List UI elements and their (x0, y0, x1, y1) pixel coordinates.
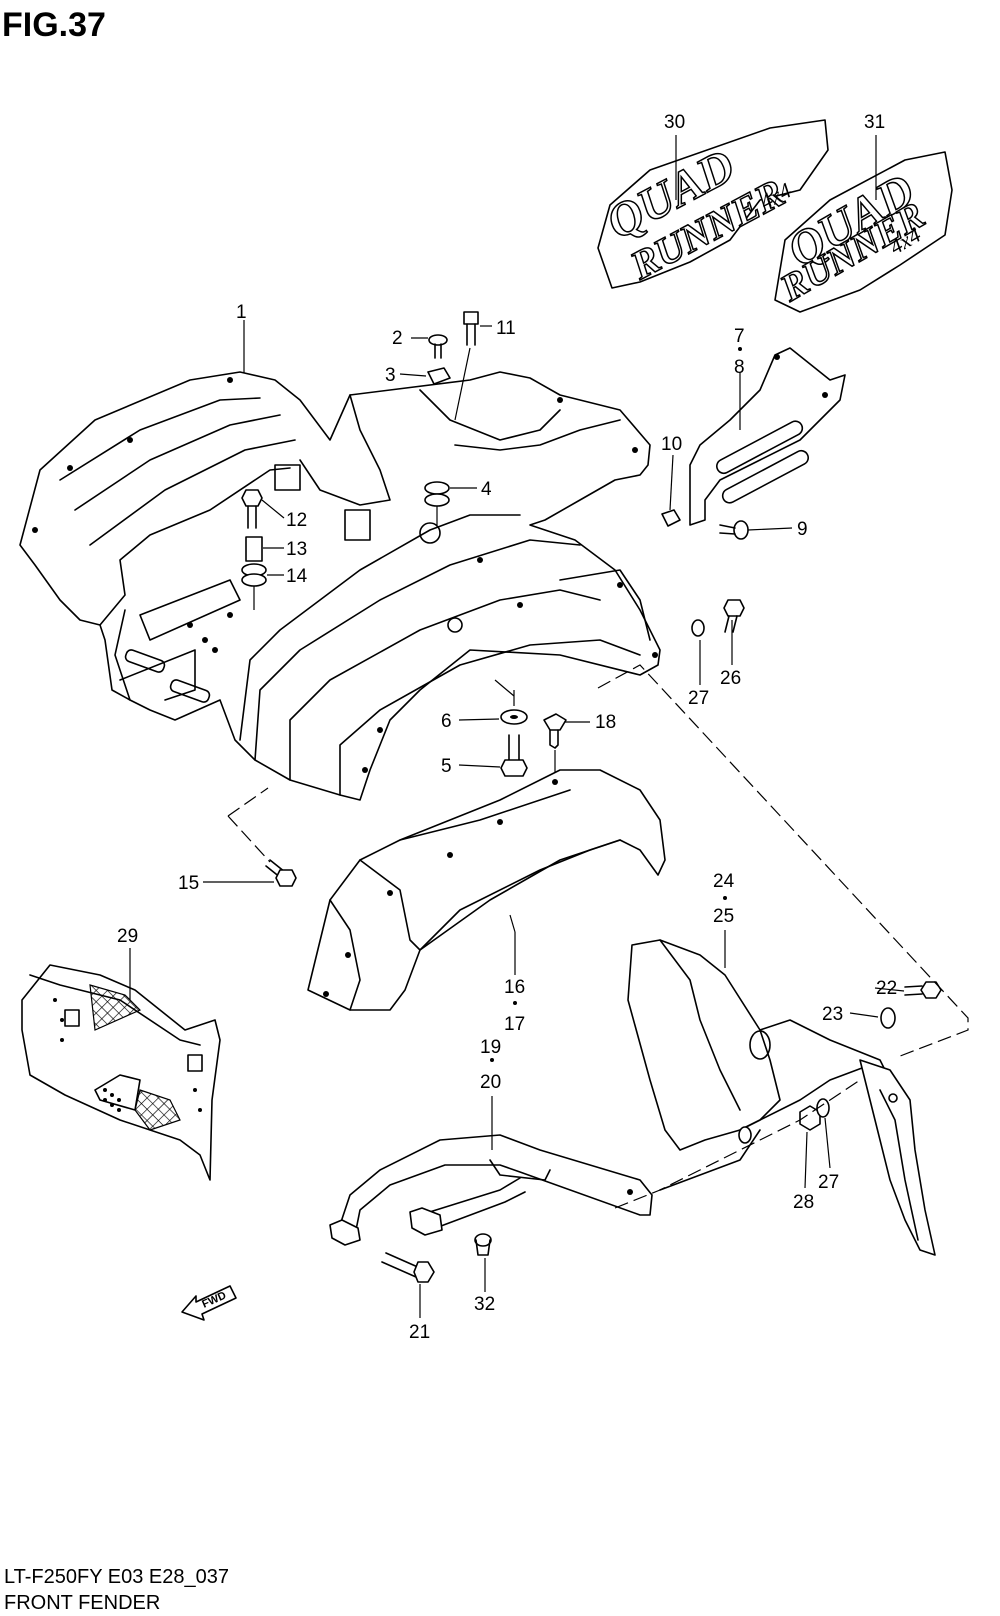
cap-32 (474, 1233, 492, 1256)
washer-23 (880, 1007, 896, 1029)
figure-code: LT-F250FY E03 E28_037 (4, 1566, 229, 1588)
callout-27-lower: 27 (818, 1172, 839, 1193)
callout-10: 10 (661, 434, 682, 455)
bolt-26 (723, 599, 745, 633)
callout-labels: 1 2 3 4 5 6 7 8 9 10 11 12 13 14 15 16 1… (117, 112, 897, 1343)
callout-4: 4 (481, 479, 492, 500)
callout-1: 1 (236, 302, 247, 323)
bolt-2 (428, 334, 448, 359)
callout-5: 5 (441, 756, 452, 777)
callout-14: 14 (286, 566, 308, 587)
callout-32: 32 (474, 1294, 495, 1315)
callout-7: 7 (734, 326, 745, 347)
callout-13: 13 (286, 539, 307, 560)
nut-3 (427, 367, 451, 385)
callout-26: 26 (720, 668, 741, 689)
callout-30: 30 (664, 112, 685, 133)
bolt-12 (241, 489, 263, 529)
callout-19: 19 (480, 1037, 501, 1058)
nut-28 (799, 1105, 821, 1131)
callout-20: 20 (480, 1072, 501, 1093)
fender-brace-19-20 (329, 1134, 653, 1246)
washer-27-upper (691, 619, 705, 637)
inner-fender-16-17 (307, 769, 666, 1011)
callout-31: 31 (864, 112, 885, 133)
callout-16: 16 (504, 977, 525, 998)
callout-24: 24 (713, 871, 735, 892)
callout-2: 2 (392, 328, 403, 349)
figure-title: FIG.37 (2, 6, 106, 44)
callout-22: 22 (876, 978, 897, 999)
callout-6: 6 (441, 711, 452, 732)
bolt-5 (500, 734, 528, 777)
bracket-7-8 (689, 347, 846, 526)
grommet-4 (424, 481, 450, 525)
callout-28: 28 (793, 1192, 814, 1213)
callout-8: 8 (734, 357, 745, 378)
bolt-11 (454, 311, 479, 421)
callout-29: 29 (117, 926, 138, 947)
callout-18: 18 (595, 712, 616, 733)
callout-15: 15 (178, 873, 199, 894)
callout-3: 3 (385, 365, 396, 386)
callout-12: 12 (286, 510, 307, 531)
callout-25: 25 (713, 906, 734, 927)
callout-23: 23 (822, 1004, 843, 1025)
leader-lines (129, 135, 969, 1318)
nut-10 (661, 509, 681, 527)
mud-guard-24-25 (627, 939, 936, 1256)
bolt-15 (265, 859, 297, 887)
bolt-22 (904, 981, 942, 999)
washer-6 (500, 690, 528, 725)
front-fender-main (19, 371, 661, 801)
callout-21: 21 (409, 1322, 430, 1343)
decal-31: QUAD RUNNER 4x4 (772, 151, 953, 313)
screw-9 (719, 520, 749, 540)
callout-27-upper: 27 (688, 688, 709, 709)
collar-13 (245, 536, 263, 562)
mud-guard-29 (21, 964, 221, 1181)
figure-name: FRONT FENDER (4, 1592, 161, 1614)
cushion-14 (241, 563, 267, 610)
callout-9: 9 (797, 519, 808, 540)
callout-17: 17 (504, 1014, 525, 1035)
rivet-18 (543, 713, 567, 775)
callout-dots (490, 347, 742, 1062)
bolt-21 (381, 1252, 435, 1283)
forward-direction-arrow: FWD (181, 1285, 237, 1321)
callout-11: 11 (496, 318, 516, 339)
